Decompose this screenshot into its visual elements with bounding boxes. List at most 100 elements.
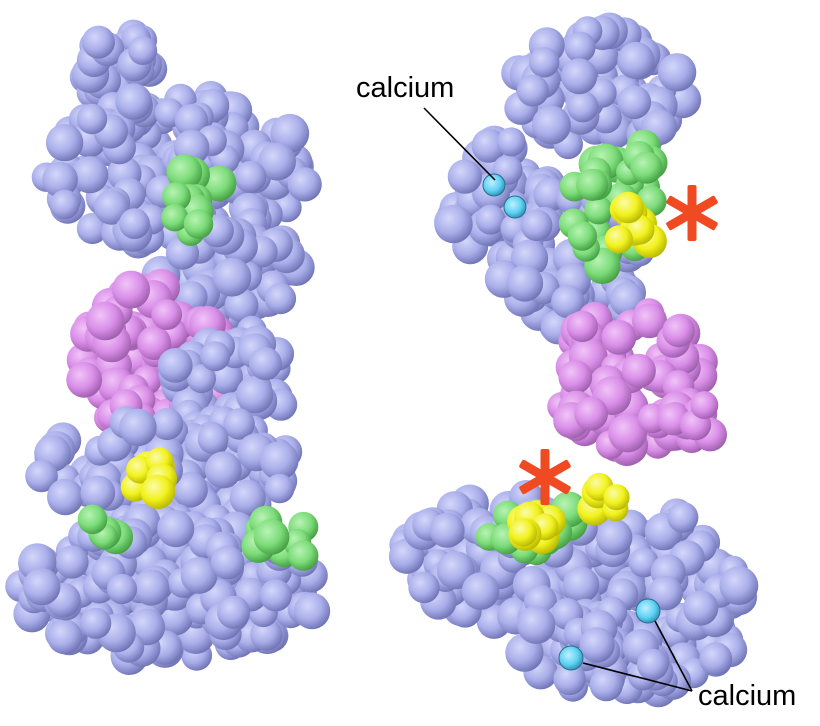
atom-sphere (187, 364, 216, 394)
atom-sphere (617, 41, 655, 80)
atom-sphere (496, 127, 526, 157)
atom-sphere (45, 123, 84, 162)
calcium-label-bottom: calcium (698, 680, 797, 712)
atom-sphere (612, 191, 644, 224)
atom-sphere (212, 257, 252, 297)
atom-sphere (608, 413, 647, 453)
atom-sphere (80, 475, 116, 511)
atom-sphere (558, 360, 593, 394)
atom-sphere (551, 284, 585, 319)
atom-sphere (579, 627, 615, 663)
atom-sphere (250, 618, 283, 651)
atom-sphere (287, 167, 322, 202)
atom-sphere (204, 451, 242, 489)
atom-sphere (517, 605, 556, 644)
atom-sphere (690, 391, 719, 420)
atom-sphere (200, 341, 231, 372)
atom-sphere (667, 501, 699, 533)
atom-sphere (140, 474, 176, 509)
atom-sphere (42, 161, 78, 198)
atom-sphere (151, 407, 184, 441)
calcium-ion (482, 173, 506, 197)
leader-line-bottom-a (654, 620, 693, 692)
atom-sphere (576, 168, 609, 201)
atom-sphere (47, 619, 83, 655)
atom-sphere (128, 36, 158, 65)
atom-sphere (436, 551, 475, 590)
atom-sphere (157, 509, 195, 548)
calcium-ion (635, 598, 661, 624)
atom-sphere (630, 151, 663, 184)
atom-sphere (71, 156, 109, 194)
atom-sphere (217, 595, 250, 629)
atom-sphere (601, 319, 637, 355)
atom-sphere (119, 208, 150, 240)
atom-sphere (461, 572, 500, 610)
atom-sphere (55, 545, 89, 579)
asterisk-lower-site (519, 449, 571, 505)
atom-sphere (567, 91, 599, 123)
asterisk-upper-site (666, 185, 718, 241)
atom-sphere (183, 209, 214, 239)
atom-sphere (197, 423, 229, 455)
atom-sphere (429, 512, 465, 548)
atom-sphere (82, 25, 115, 59)
atom-sphere (25, 459, 58, 493)
atom-sphere (561, 58, 598, 95)
atom-sphere (719, 566, 759, 606)
atom-sphere (157, 348, 193, 383)
atom-sphere (584, 196, 613, 225)
atom-sphere (161, 204, 189, 232)
atom-sphere (529, 47, 560, 78)
asterisk-markers (519, 185, 718, 505)
atom-sphere (137, 326, 172, 360)
atom-sphere (562, 566, 600, 603)
atom-sphere (119, 408, 157, 447)
atom-sphere (596, 519, 633, 556)
leader-line-top (423, 107, 496, 181)
atom-sphere (66, 361, 103, 398)
atom-sphere (210, 545, 245, 580)
atom-sphere (520, 209, 553, 242)
atom-sphere (589, 667, 623, 702)
label-leader-lines (423, 107, 693, 692)
atom-sphere (603, 484, 630, 511)
atom-sphere (621, 353, 656, 388)
atom-sphere (574, 396, 608, 431)
atom-sphere (115, 83, 152, 120)
atom-sphere (23, 568, 61, 606)
atom-sphere (264, 283, 297, 315)
atom-sphere (224, 288, 259, 323)
atom-sphere (151, 299, 183, 330)
atom-sphere (553, 662, 586, 696)
atom-sphere (567, 221, 597, 251)
atom-sphere (636, 648, 669, 681)
atom-sphere (506, 264, 544, 302)
atom-sphere (85, 301, 125, 341)
calcium-ion (503, 195, 527, 219)
calmodulin-extended (5, 19, 331, 675)
atom-sphere (112, 270, 150, 309)
atom-sphere (106, 573, 138, 605)
atom-sphere (77, 504, 108, 535)
calcium-label-top: calcium (356, 72, 455, 104)
atom-sphere (248, 347, 282, 381)
atom-sphere (471, 128, 506, 163)
atom-sphere (253, 519, 290, 555)
atom-sphere (408, 571, 440, 604)
atom-sphere (604, 225, 633, 254)
atom-sphere (166, 154, 203, 191)
atom-sphere (94, 189, 129, 225)
atom-sphere (50, 189, 80, 220)
atom-sphere (46, 478, 84, 516)
atom-sphere (288, 540, 319, 571)
atom-sphere (133, 569, 170, 606)
atom-sphere (223, 408, 255, 440)
atom-sphere (162, 182, 191, 211)
atom-sphere (683, 590, 719, 626)
atom-sphere (174, 104, 209, 138)
atom-sphere (180, 557, 218, 594)
calcium-ion-group (482, 173, 661, 671)
atom-sphere (76, 212, 108, 245)
atom-sphere (229, 479, 266, 516)
